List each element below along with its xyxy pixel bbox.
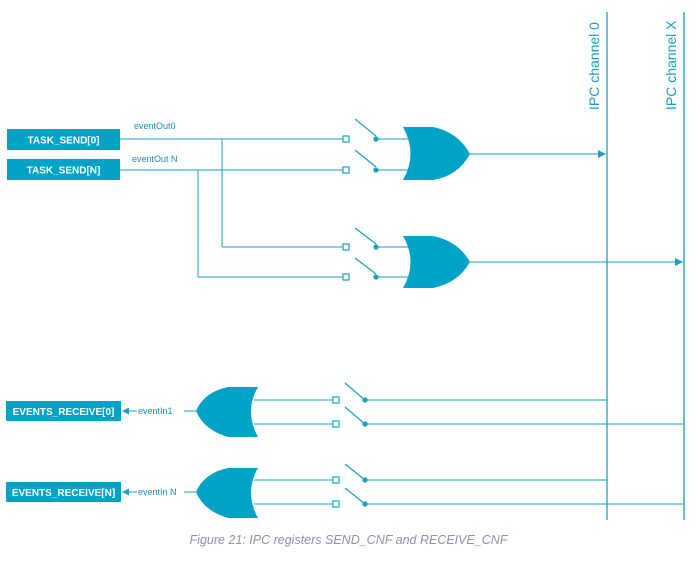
- event-in-1-label: eventIn1: [138, 406, 173, 416]
- event-out-0-label: eventOut0: [134, 121, 176, 131]
- send-wiring: [120, 138, 343, 278]
- receive-channel-lines: [365, 399, 684, 505]
- receive-switch-levers: [344, 382, 366, 505]
- receive-gate-inputs: [254, 399, 333, 505]
- channel-x-label: IPC channel X: [663, 20, 679, 110]
- events-receive-0-register: EVENTS_RECEIVE[0]: [6, 401, 121, 421]
- events-receive-n-register: EVENTS_RECEIVE[N]: [6, 482, 121, 502]
- task-send-0-register: TASK_SEND[0]: [7, 129, 120, 150]
- task-send-n-label: TASK_SEND[N]: [27, 166, 101, 177]
- events-receive-0-label: EVENTS_RECEIVE[0]: [13, 407, 115, 418]
- events-receive-n-label: EVENTS_RECEIVE[N]: [12, 488, 115, 499]
- or-gate-send-1: [403, 127, 470, 180]
- channel-0-label: IPC channel 0: [586, 22, 602, 110]
- receive-switch-contacts: [362, 397, 368, 507]
- event-out-n-label: eventOut N: [132, 154, 178, 164]
- event-in-n-label: eventIn N: [138, 487, 177, 497]
- send-switch-outputs-1: [376, 138, 410, 171]
- send-switch-contacts-1: [373, 136, 379, 173]
- send-switch-group-2: [342, 227, 377, 281]
- send-switch-outputs-2: [376, 246, 410, 278]
- task-send-0-label: TASK_SEND[0]: [27, 136, 99, 147]
- or-gate-receive-n: [196, 468, 258, 518]
- receive-output-arrows: [122, 407, 196, 496]
- figure-caption: Figure 21: IPC registers SEND_CNF and RE…: [189, 533, 508, 547]
- task-send-n-register: TASK_SEND[N]: [7, 159, 120, 180]
- send-switch-group-1: [342, 118, 377, 174]
- receive-switch-terminals: [332, 396, 340, 508]
- send-switch-contacts-2: [373, 244, 379, 280]
- or-gate-send-2: [403, 236, 470, 288]
- or-gate-receive-1: [196, 387, 258, 437]
